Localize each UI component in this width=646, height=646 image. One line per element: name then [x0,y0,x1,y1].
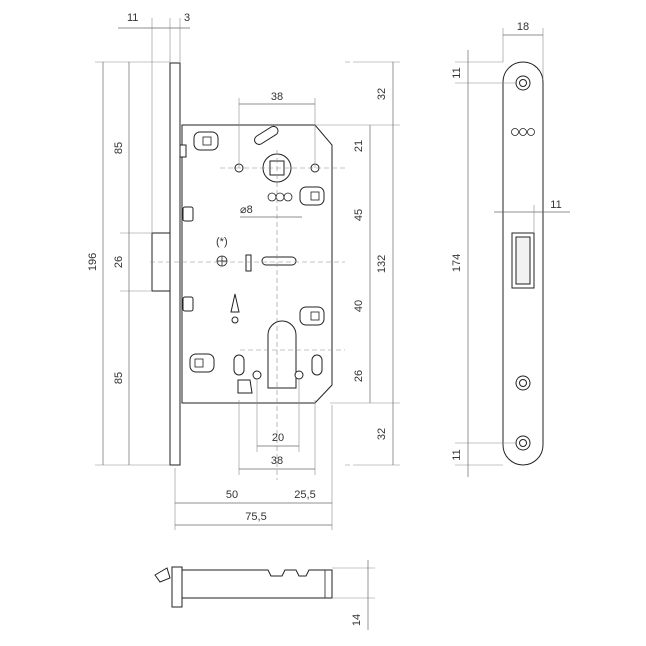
dim-backset: 50 [226,489,238,501]
dim-upper-span: 85 [113,142,125,154]
bolt-body [181,569,333,599]
dim-cylinder-width: 20 [272,432,284,444]
faceplate-tab [179,144,187,158]
dim-strike-width: 18 [517,21,529,33]
dim-body-depth: 25,5 [294,489,315,501]
dim-strike-top-margin: 11 [451,67,463,78]
dim-body-height: 132 [376,255,388,273]
dim-handle-to-key: 21 [353,140,365,152]
cylinder-hole-left [252,370,262,380]
strike-logo [511,128,535,136]
lock-body-view: ⌀8 (*) [151,62,333,466]
dim-diameter: ⌀8 [240,204,253,216]
slot-lower-left [233,354,245,376]
dim-flange-offset: 3 [184,12,190,24]
mounting-hole-mid-right [299,186,325,206]
dim-latch-height: 26 [113,256,125,268]
slot-lower-right [311,354,323,376]
dim-total-height: 196 [87,253,99,271]
key-slot [245,254,252,272]
dim-handle-offset-bottom: 38 [271,455,283,467]
cylinder-profile [267,320,297,389]
left-dimensions: 11 3 196 85 26 85 [87,12,190,466]
mounting-hole-top-left [193,131,219,151]
bottom-dimensions: 20 38 50 25,5 75,5 [174,380,333,530]
body-dimensions: 38 32 21 45 40 26 132 32 [238,61,400,466]
mounting-hole-low-right [299,306,325,326]
drop-hole [231,316,239,324]
dim-key-to-latch: 45 [353,209,365,221]
top-slot [254,125,279,145]
faceplate [169,62,181,466]
dim-cylinder-span: 26 [353,370,365,382]
faceplate-lug-bottom [182,296,194,312]
latch-bolt-side-view: 14 [154,560,375,630]
adjusting-screw [216,255,228,267]
brand-logo [267,192,293,202]
dim-strike-height: 174 [451,254,463,272]
dim-strike-bottom-margin: 11 [451,449,463,460]
strike-hole-bottom [515,435,531,451]
dim-top-margin: 32 [376,88,388,100]
strike-hole-lower [515,375,531,391]
faceplate-lug-top [182,206,194,222]
strike-opening-inner [515,236,531,285]
dim-bottom-margin: 32 [376,428,388,440]
key-pin [261,256,297,266]
cylinder-hole-right [294,370,304,380]
dim-lower-span: 85 [113,372,125,384]
dim-bolt-height: 14 [351,614,363,626]
bolt-nose [154,567,171,583]
mounting-hole-bottom-left [189,353,215,373]
bolt-flange [171,566,183,608]
strike-plate-view: 18 11 174 11 11 [451,21,570,477]
note-marker: (*) [216,236,228,248]
dim-strike-opening-width: 11 [550,199,561,211]
dim-latch-to-cylinder: 40 [353,300,365,312]
lower-gadget [237,379,253,394]
dim-front-thickness: 11 [127,12,138,24]
dim-handle-offset-top: 38 [271,91,283,103]
dim-overall-depth: 75,5 [245,511,266,523]
drop-slot [230,293,240,313]
strike-hole-top [515,75,531,91]
